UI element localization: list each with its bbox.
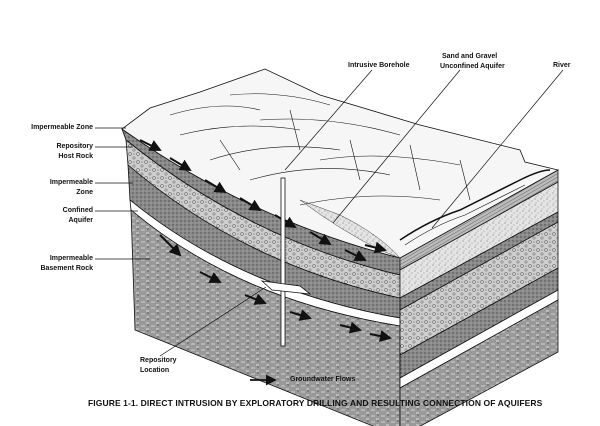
label-line: Impermeable [49, 255, 93, 262]
label-line: Repository [140, 357, 177, 364]
label-line: Basement Rock [40, 265, 93, 272]
legend-groundwater-flows: Groundwater Flows [290, 376, 356, 383]
label-line: Repository [56, 143, 93, 150]
figure-caption: FIGURE 1-1. DIRECT INTRUSION BY EXPLORAT… [88, 398, 543, 408]
label-line: Location [140, 367, 170, 374]
label-river: River [553, 62, 571, 69]
label-line: Aquifer [68, 217, 94, 224]
label-intrusive-borehole: Intrusive Borehole [348, 62, 410, 69]
intrusive-borehole [260, 177, 312, 347]
label-line: Unconfined Aquifer [440, 63, 505, 70]
front-face [399, 169, 559, 426]
label-line: Impermeable [49, 179, 93, 186]
groundwater-flow-arrows [139, 139, 392, 342]
label-line: Confined [62, 207, 93, 214]
repository [260, 280, 312, 295]
label-line: Zone [76, 189, 93, 196]
label-line: Host Rock [58, 153, 93, 160]
label-line: Sand and Gravel [442, 53, 498, 60]
leader-lines [95, 69, 564, 386]
label-impermeable-zone-top: Impermeable Zone [31, 124, 93, 131]
